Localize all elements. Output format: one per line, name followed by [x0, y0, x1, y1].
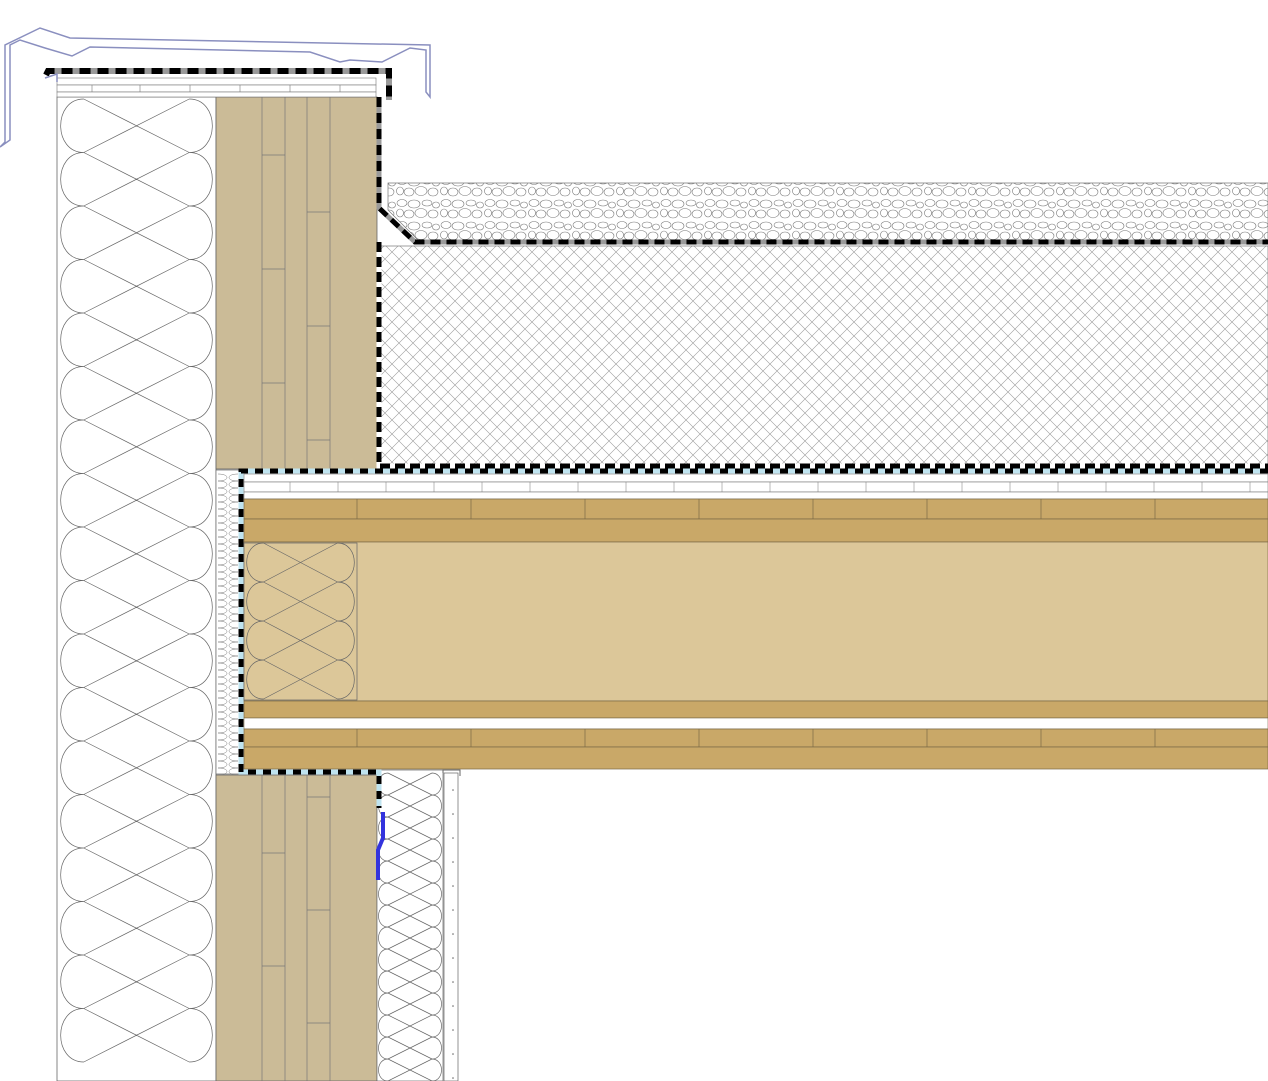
parapet-cap-boards — [56, 77, 377, 98]
roof-lining-boards — [243, 473, 1268, 500]
vapour-barrier — [238, 468, 1268, 808]
parapet-metal-flashing — [0, 27, 431, 148]
roof-cavity-insulation — [243, 542, 358, 701]
gravel-ballast — [387, 182, 1268, 241]
rigid-roof-insulation — [379, 245, 1268, 465]
clt-roof-slab — [243, 498, 1268, 770]
internal-service-insulation — [376, 769, 444, 1081]
external-insulation — [56, 96, 217, 1081]
edge-insulation-strip — [215, 469, 241, 776]
internal-lining-board — [442, 769, 461, 1081]
waterproof-membrane — [43, 68, 1268, 469]
clt-wall-upper — [215, 96, 378, 470]
clt-wall-lower — [215, 774, 378, 1081]
fixing-clip — [376, 812, 385, 880]
